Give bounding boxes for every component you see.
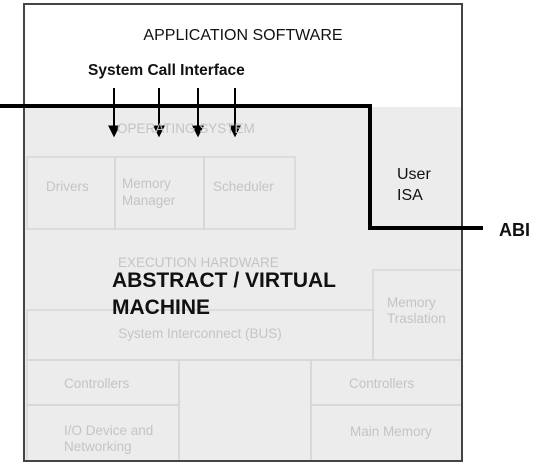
outer-frame [23,3,463,462]
operating-system-title: OPERATING SYSTEM [117,121,255,136]
system-call-arrows [108,88,241,138]
system-call-interface-label: System Call Interface [88,62,245,79]
abi-boundary-line [0,104,483,230]
system-interconnect-label: System Interconnect (BUS) [118,326,282,341]
abi-label: ABI [499,220,530,240]
abstract-virtual-label-line1: ABSTRACT / VIRTUAL [112,269,336,292]
io-device-label-line1: I/O Device and [64,423,154,438]
user-isa-label-line1: User [397,166,431,183]
controllers-right-label: Controllers [349,376,415,391]
scheduler-label: Scheduler [213,179,274,194]
memory-translation-label-line2: Traslation [387,311,446,326]
user-isa-label-line2: ISA [397,187,423,204]
controllers-left-label: Controllers [64,376,130,391]
drivers-label: Drivers [46,179,89,194]
lower-layers-fill [24,107,462,461]
io-device-label-line2: Networking [64,439,132,454]
memory-manager-label-line1: Memory [122,176,171,191]
memory-manager-label-line2: Manager [122,193,176,208]
memory-translation-label-line1: Memory [387,295,436,310]
application-software-title: APPLICATION SOFTWARE [143,27,343,44]
main-memory-label: Main Memory [350,424,432,439]
scheduler-box [203,156,296,230]
execution-hardware-title: EXECUTION HARDWARE [118,255,279,270]
abstract-virtual-label-line2: MACHINE [112,296,210,319]
